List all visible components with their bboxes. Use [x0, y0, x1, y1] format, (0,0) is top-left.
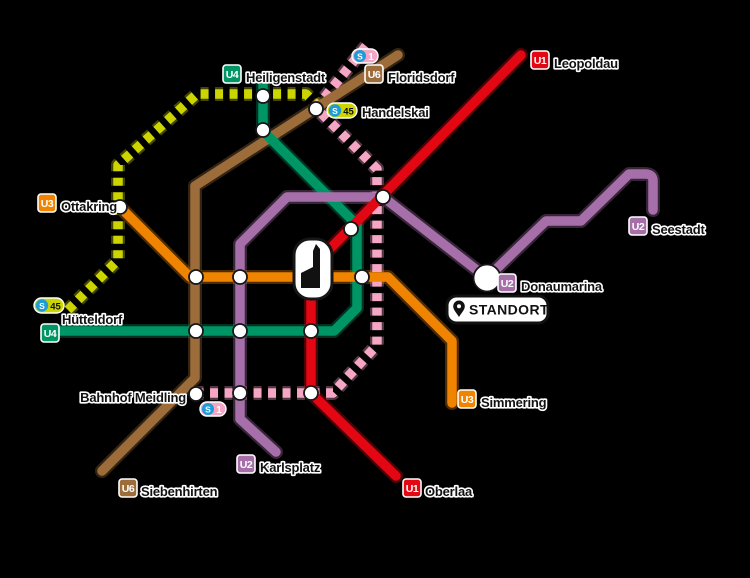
- station-marker-handelskai: [308, 101, 324, 117]
- s1-badge-meidling: S 1: [199, 401, 227, 417]
- s1-number: 1: [216, 405, 222, 416]
- u1-badge-leopoldau: U1: [530, 50, 550, 70]
- badge-rect: [40, 323, 60, 343]
- s45-badge-handelskai: S 45: [326, 102, 358, 119]
- station-marker: [188, 323, 204, 339]
- sbahn-logo-icon: [328, 104, 342, 117]
- badge-rect: [364, 64, 384, 84]
- u3-badge-simmering: U3: [457, 389, 477, 409]
- badge-label: U2: [240, 459, 253, 471]
- u2-badge-karlsplatz: U2: [236, 454, 256, 474]
- station-marker: [303, 385, 319, 401]
- badge-label: U1: [534, 55, 547, 67]
- badge-rect: [530, 50, 550, 70]
- u1-badge-oberlaa: U1: [402, 478, 422, 498]
- u4-badge-heiligenstadt: U4: [222, 64, 242, 84]
- badge-rect: [497, 273, 517, 293]
- badge-rect: [236, 454, 256, 474]
- station-marker: [255, 88, 271, 104]
- station-marker: [303, 323, 319, 339]
- badge-rect: [628, 216, 648, 236]
- label-leopoldau: Leopoldau: [554, 56, 618, 71]
- label-siebenhirten: Siebenhirten: [141, 484, 218, 499]
- sbahn-logo-letter: S: [357, 51, 363, 61]
- s45-number: 45: [343, 107, 354, 118]
- label-bahnhof-meidling: Bahnhof Meidling: [80, 390, 186, 405]
- label-ottakring: Ottakring: [61, 199, 117, 214]
- badge-label: U2: [632, 221, 645, 233]
- s1-badge-top: S 1: [351, 48, 379, 64]
- label-karlsplatz: Karlsplatz: [260, 460, 321, 475]
- sbahn-logo-icon: [202, 403, 214, 415]
- badge-rect: [402, 478, 422, 498]
- label-seestadt: Seestadt: [652, 222, 705, 237]
- u3-line: [115, 202, 457, 408]
- location-pin-hole: [457, 304, 461, 309]
- station-marker-bahnhof-meidling: [188, 386, 204, 402]
- badge-rect: [457, 389, 477, 409]
- badge-rect: [222, 64, 242, 84]
- station-marker-donaumarina-highlight: [472, 263, 502, 293]
- s45-number: 45: [50, 302, 61, 313]
- station-labels: Heiligenstadt Floridsdorf Leopoldau Hand…: [59, 54, 707, 500]
- u4-badge-huetteldorf: U4: [40, 323, 60, 343]
- s1-line: [196, 43, 382, 398]
- label-simmering: Simmering: [481, 395, 547, 410]
- label-heiligenstadt: Heiligenstadt: [246, 70, 326, 85]
- badge-label: U3: [461, 394, 474, 406]
- sbahn-logo-letter: S: [39, 301, 45, 311]
- station-marker: [354, 269, 370, 285]
- u6-badge-floridsdorf: U6: [364, 64, 384, 84]
- s45-line: [64, 89, 322, 314]
- badge-label: U3: [41, 198, 54, 210]
- badge-label: U1: [406, 483, 419, 495]
- label-oberlaa: Oberlaa: [425, 484, 473, 499]
- badge-label: U4: [226, 69, 239, 81]
- standort-box: [445, 294, 550, 325]
- station-markers: [112, 88, 502, 402]
- station-marker: [255, 122, 271, 138]
- cathedral-silhouette-icon: [301, 244, 320, 288]
- badge-rect: [118, 478, 138, 498]
- cathedral-landmark: [292, 237, 334, 301]
- u2-line: [235, 169, 658, 457]
- badge-rect: [37, 193, 57, 213]
- label-huetteldorf: Hütteldorf: [62, 312, 123, 327]
- badge-label: U6: [368, 69, 381, 81]
- station-marker: [232, 385, 248, 401]
- sbahn-logo-letter: S: [205, 404, 211, 414]
- location-pin-icon: [453, 300, 465, 317]
- label-handelskai: Handelskai: [362, 105, 429, 120]
- station-marker: [375, 189, 391, 205]
- standort-label: STANDORT: [469, 302, 549, 318]
- line-badges: U4 U6 U1 U2 U2 U3 U4 U2: [37, 50, 648, 498]
- station-marker: [232, 323, 248, 339]
- station-marker: [232, 269, 248, 285]
- badge-label: U2: [501, 278, 514, 290]
- s1-number: 1: [368, 52, 374, 63]
- badge-label: U4: [44, 328, 57, 340]
- s45-badge-huetteldorf: S 45: [33, 297, 65, 314]
- sbahn-logo-icon: [354, 50, 366, 62]
- label-floridsdorf: Floridsdorf: [388, 70, 455, 85]
- standort-callout: STANDORT: [445, 294, 550, 325]
- station-marker: [188, 269, 204, 285]
- u2-badge-seestadt: U2: [628, 216, 648, 236]
- station-marker: [343, 221, 359, 237]
- sbahn-logo-icon: [35, 299, 49, 312]
- label-donaumarina: Donaumarina: [521, 279, 603, 294]
- u2-badge-donaumarina: U2: [497, 273, 517, 293]
- u3-badge-ottakring: U3: [37, 193, 57, 213]
- badge-label: U6: [122, 483, 135, 495]
- u3-line-halo: [113, 200, 459, 410]
- sbahn-logo-letter: S: [332, 106, 338, 116]
- u6-badge-siebenhirten: U6: [118, 478, 138, 498]
- station-marker-ottakring: [112, 199, 128, 215]
